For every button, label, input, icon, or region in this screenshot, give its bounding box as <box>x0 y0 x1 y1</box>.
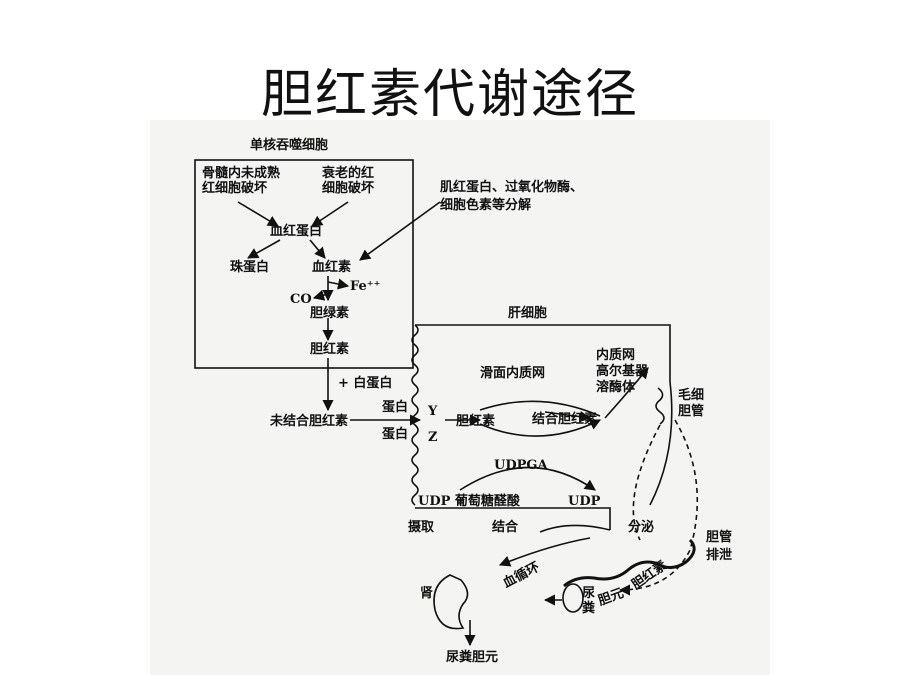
monocyte-box <box>194 159 414 369</box>
label-golgi: 高尔基器 <box>596 364 649 379</box>
label-bile-duct: 胆管 <box>706 530 733 545</box>
pathway-lines <box>194 159 699 647</box>
label-lysosome: 溶酶体 <box>596 380 636 395</box>
liver-membrane <box>411 324 419 506</box>
label-er: 内质网 <box>596 348 636 363</box>
label-aged-2: 细胞破坏 <box>322 181 375 196</box>
label-capillary-2: 胆管 <box>678 404 705 419</box>
label-co: CO <box>290 292 312 307</box>
arrow-hb-globin <box>247 239 281 259</box>
label-conjugated: 结合胆红素 <box>532 412 598 427</box>
arrow-to-conjugated <box>479 419 602 437</box>
label-fe: Fe⁺⁺ <box>350 279 381 294</box>
label-protein-bottom: 蛋白 <box>382 427 409 442</box>
arrow-conjugated-er <box>544 411 592 423</box>
arrow-fe <box>327 278 350 290</box>
label-myoglobin-1: 肌红蛋白、过氧化物酶、 <box>440 180 584 195</box>
label-hemoglobin: 血红蛋白 <box>270 224 323 239</box>
capillary-duct <box>655 387 665 425</box>
label-protein-top: 蛋白 <box>382 400 409 415</box>
label-plus-albumin: + 白蛋白 <box>338 376 393 391</box>
arrow-immature-hb <box>237 201 279 227</box>
label-feces-1: 尿 <box>582 586 596 601</box>
arrow-aged-hb <box>311 201 349 227</box>
label-unconjugated: 未结合胆红素 <box>270 414 349 429</box>
label-liver-cell: 肝细胞 <box>508 306 548 321</box>
label-capillary-1: 毛细 <box>678 388 705 403</box>
label-myoglobin-2: 细胞色素等分解 <box>440 198 532 213</box>
label-udp: UDP <box>568 494 601 509</box>
page-title: 胆红素代谢途径 <box>260 65 639 125</box>
arrow-circulation <box>498 537 591 567</box>
arrow-myoglobin-heme <box>359 201 441 261</box>
label-globin: 珠蛋白 <box>230 260 270 275</box>
label-kidney: 肾 <box>420 586 434 601</box>
arrow-hb-heme <box>309 239 326 259</box>
label-heme: 血红素 <box>312 260 352 275</box>
arrow-to-golgi <box>604 367 649 419</box>
label-urine-bilinogen: 尿粪胆元 <box>446 650 499 665</box>
label-feces-2: 粪 <box>582 601 596 616</box>
liver-cell-edges <box>415 381 673 530</box>
arrow-reabsorb-dashed <box>632 424 661 541</box>
intestine <box>563 538 696 588</box>
label-uptake: 摄取 <box>408 520 435 535</box>
arrow-circulation-return <box>539 524 611 533</box>
kidney-shape <box>433 574 469 630</box>
label-udpga: UDPGA <box>494 458 548 473</box>
label-biliverdin: 胆绿素 <box>310 306 350 321</box>
label-bilirubin-liver: 胆红素 <box>456 414 496 429</box>
label-z: Z <box>428 430 438 445</box>
arrow-co <box>312 289 329 301</box>
label-immature-2: 红细胞破坏 <box>202 181 268 196</box>
diagram-scan: 单核吞噬细胞 骨髓内未成熟 红细胞破坏 衰老的红 细胞破坏 肌红蛋白、过氧化物酶… <box>150 120 770 675</box>
arrow-udpga-udp <box>459 466 596 491</box>
label-bilirubin-cell: 胆红素 <box>310 342 350 357</box>
label-udp-gluc: UDP 葡萄糖醛酸 <box>418 494 520 509</box>
label-y: Y <box>428 404 438 419</box>
label-excretion: 排泄 <box>706 548 733 563</box>
arrow-secretion-dashed <box>618 419 699 596</box>
label-smooth-er: 滑面内质网 <box>480 366 546 381</box>
liver-cell-top <box>415 324 671 382</box>
label-monocyte: 单核吞噬细胞 <box>250 138 329 153</box>
intestine-end <box>562 583 584 613</box>
arrow-cross <box>479 400 601 417</box>
label-conjugation: 结合 <box>492 520 519 535</box>
label-secretion: 分泌 <box>628 520 655 535</box>
label-immature-1: 骨髓内未成熟 <box>202 166 281 181</box>
label-aged-1: 衰老的红 <box>322 166 375 181</box>
